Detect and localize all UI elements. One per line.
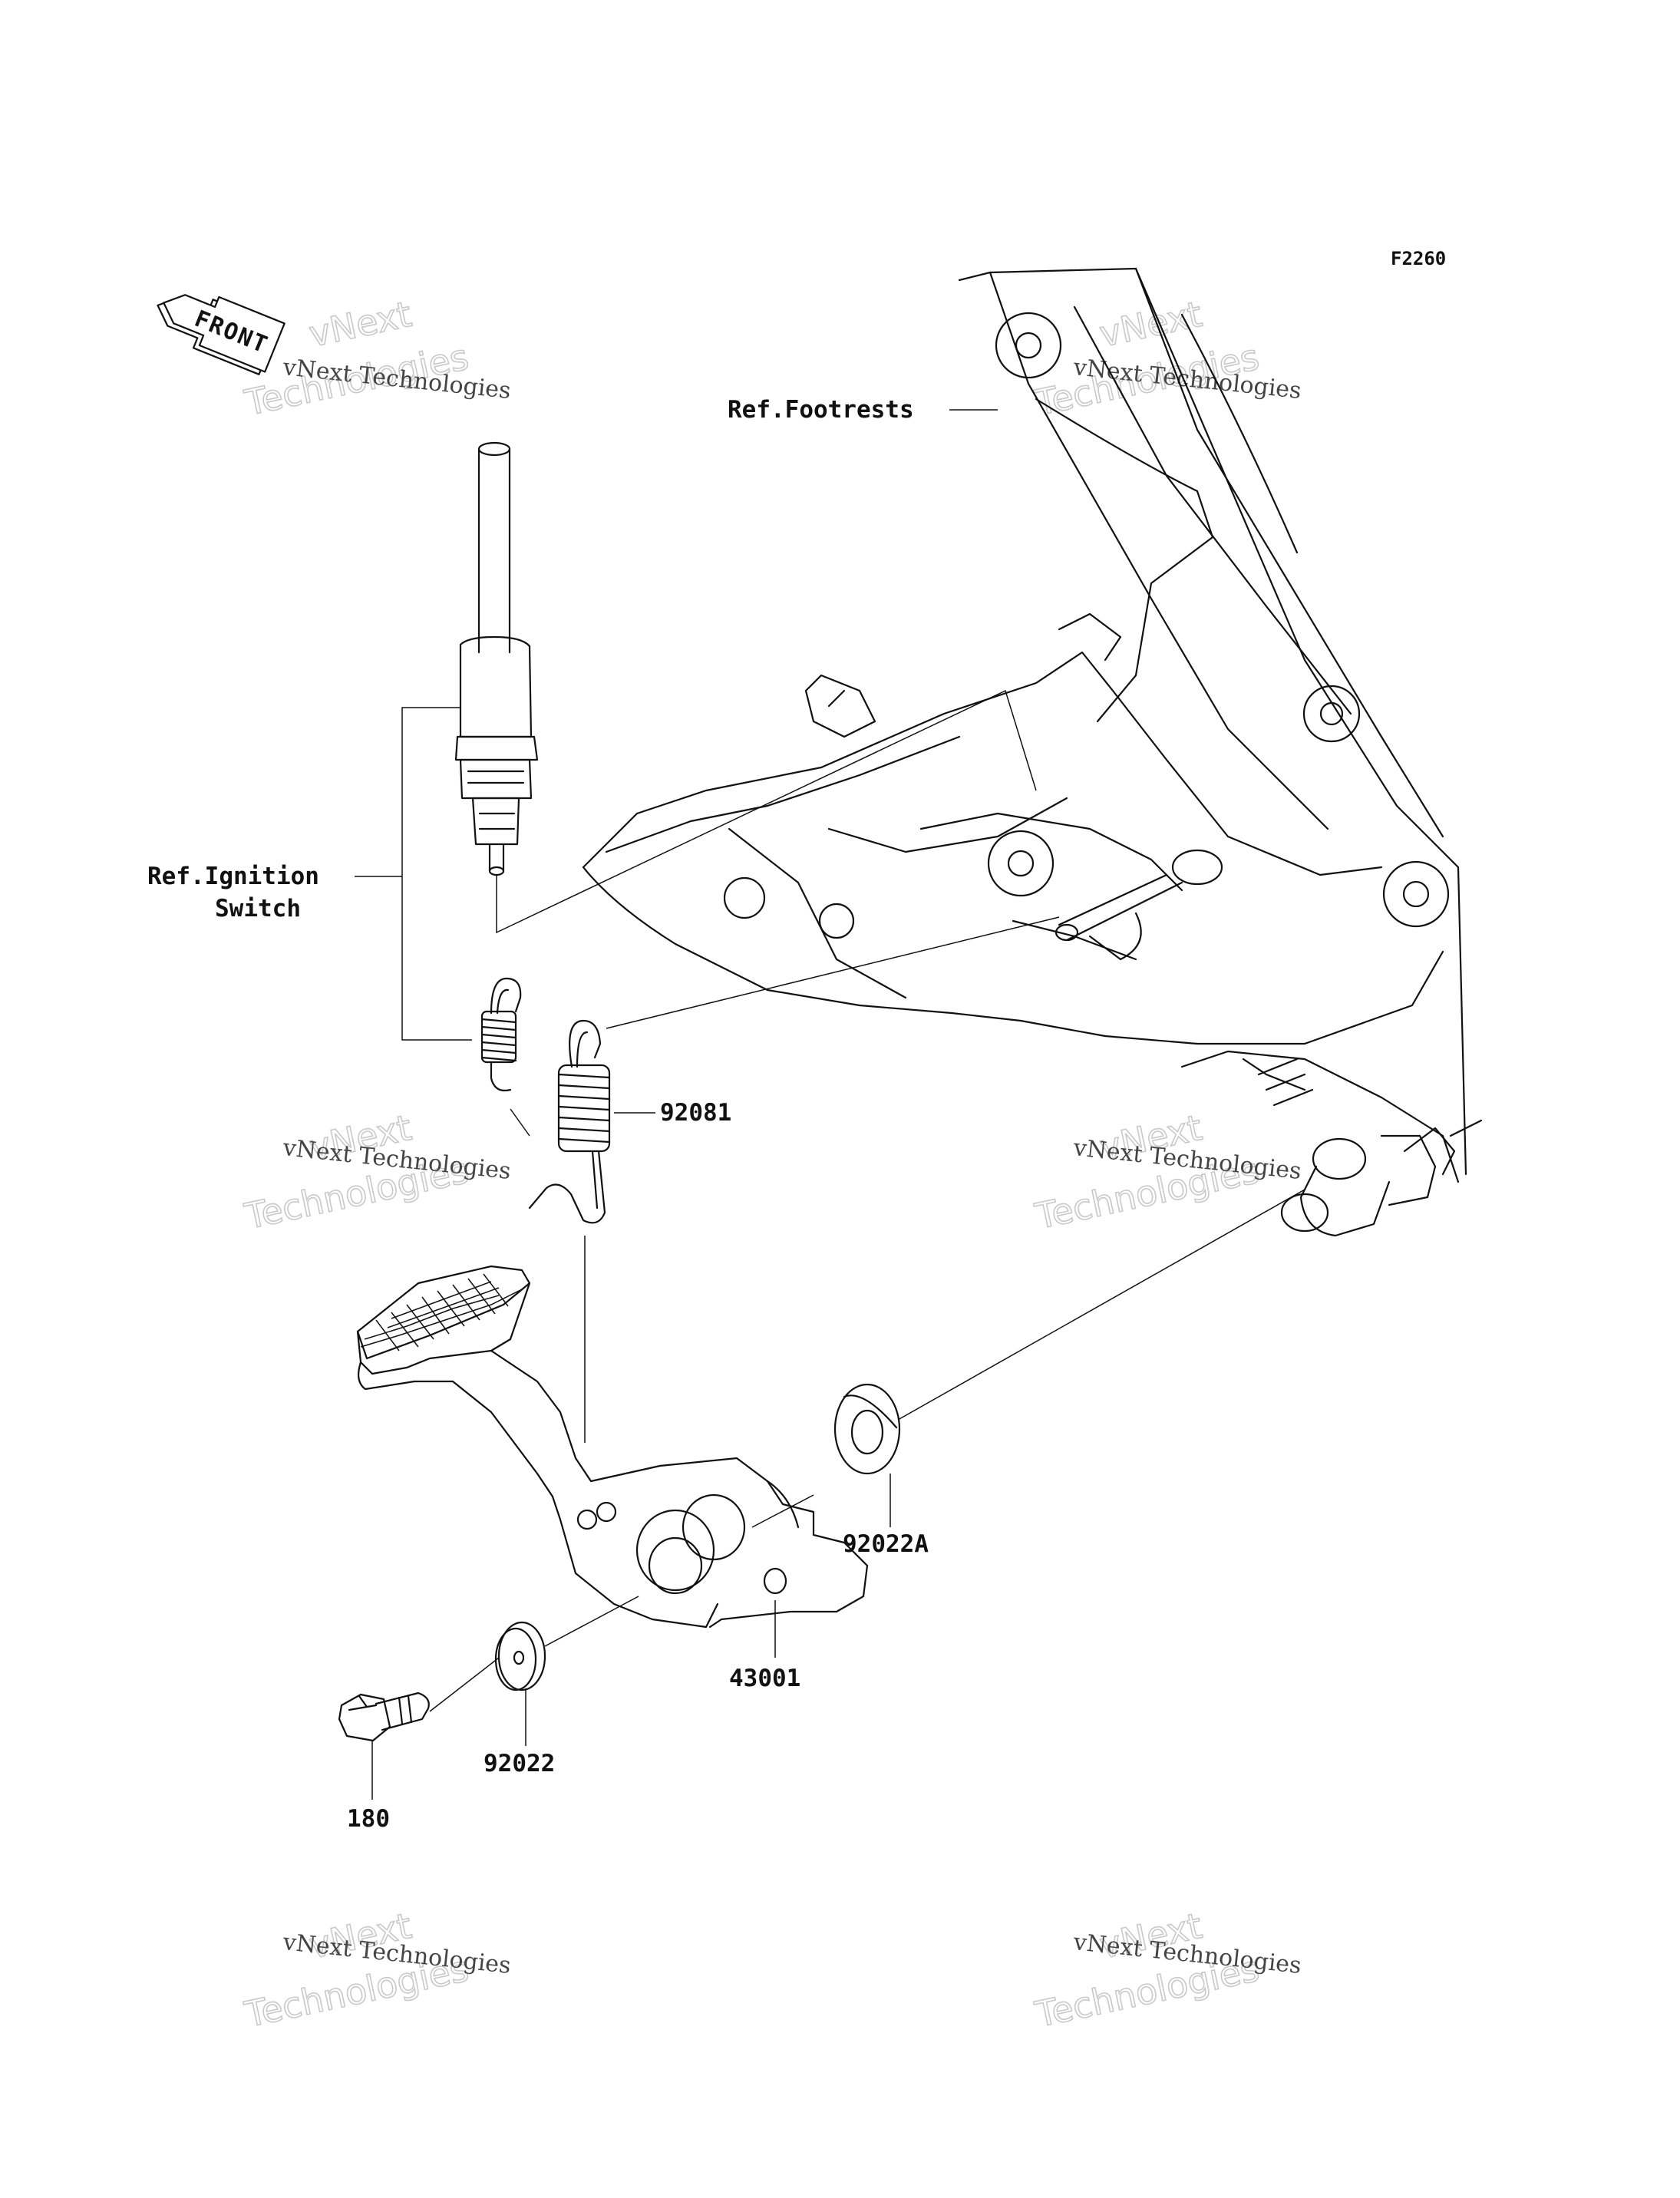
bolt-to-washer-line <box>429 1657 500 1712</box>
label-ref-footrests: Ref.Footrests <box>728 396 914 424</box>
label-part-92022a: 92022A <box>843 1530 929 1558</box>
switch-spring <box>480 977 522 1092</box>
watermark-2: vNext Technologies <box>1031 292 1263 424</box>
front-arrow-icon <box>157 294 286 375</box>
svg-text:vNext: vNext <box>305 293 415 355</box>
label-part-43001: 43001 <box>729 1665 800 1692</box>
ref-bracket-line <box>401 707 472 1041</box>
washer-to-pedal-line <box>751 1494 814 1528</box>
washer-92022a <box>833 1383 901 1475</box>
label-part-92022: 92022 <box>484 1750 555 1777</box>
diagram-code: F2260 <box>1391 248 1446 269</box>
brake-pedal-43001 <box>356 1265 869 1629</box>
washer-to-pedal-line-2 <box>544 1596 639 1647</box>
label-part-180: 180 <box>347 1805 390 1833</box>
bolt-180 <box>338 1691 430 1742</box>
washer-to-pivot-line <box>897 1189 1305 1421</box>
switch-lead-line <box>496 689 1037 934</box>
frame-bracket <box>582 267 1483 1237</box>
label-ref-ignition: Ref.Ignition <box>147 863 319 890</box>
spring-to-frame-line <box>606 916 1060 1029</box>
switch-spring-link <box>510 1108 530 1137</box>
label-ref-ignition-switch: Switch <box>215 895 301 922</box>
brake-light-switch <box>454 441 539 876</box>
return-spring-92081 <box>528 1019 611 1224</box>
washer-92022 <box>494 1621 546 1691</box>
label-part-92081: 92081 <box>660 1099 731 1127</box>
